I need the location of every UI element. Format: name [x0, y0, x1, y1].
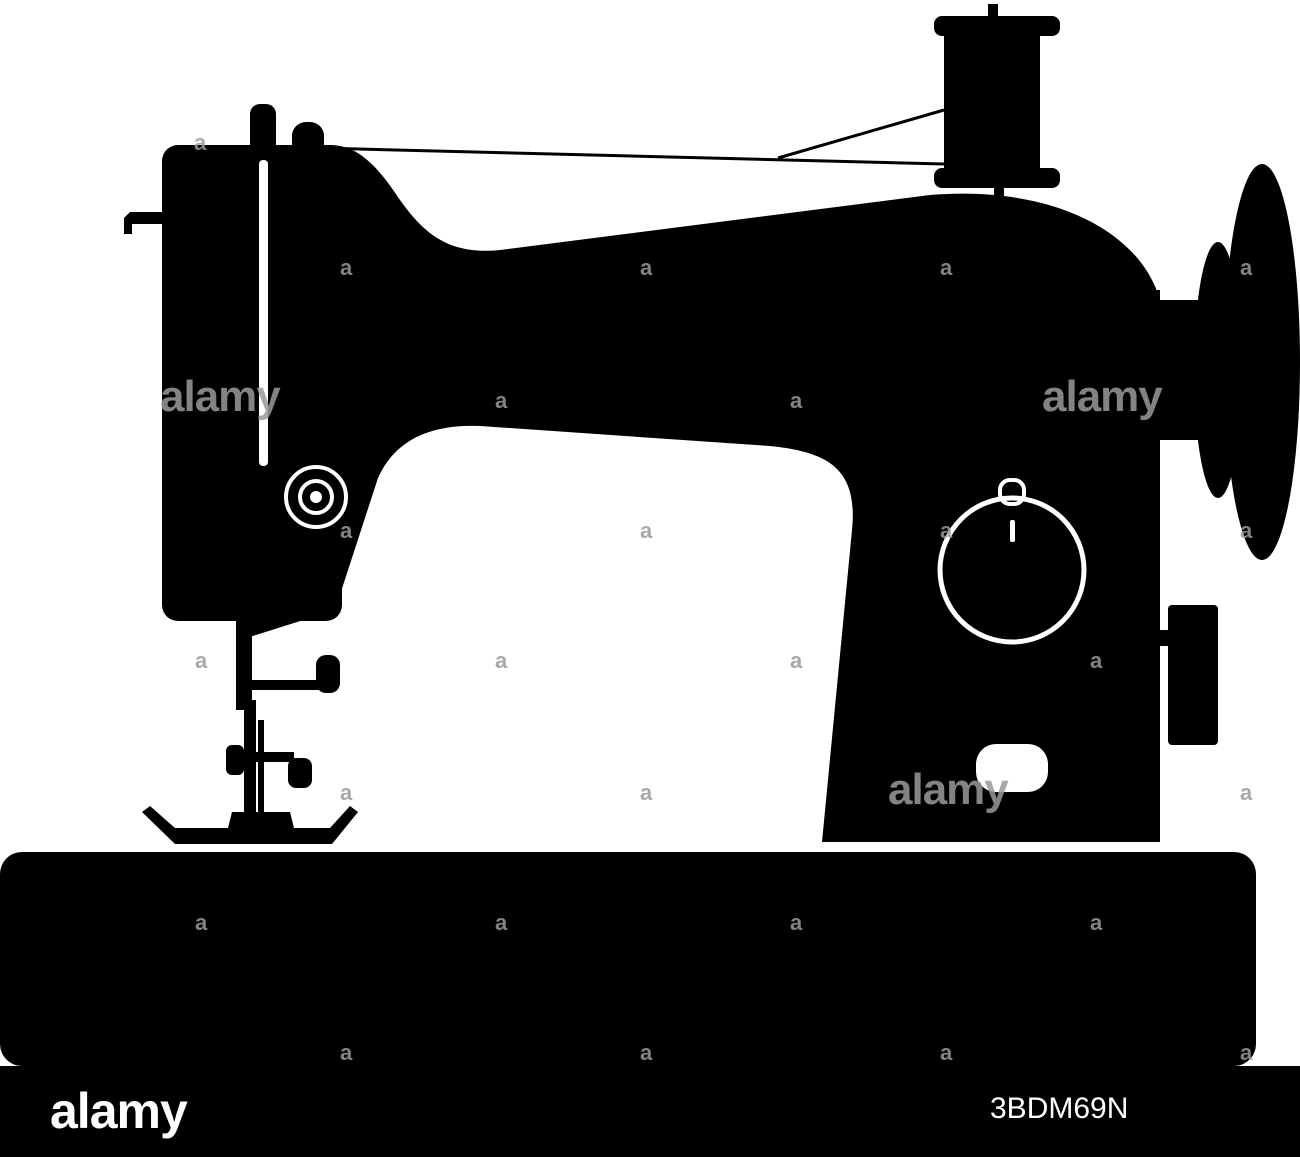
watermark-mark: a [1090, 648, 1102, 673]
watermark-mark: a [940, 1040, 952, 1065]
watermark-mark: a [940, 255, 952, 280]
watermark-mark: a [194, 130, 206, 155]
watermark-mark: a [195, 910, 207, 935]
watermark-mark: a [640, 255, 652, 280]
watermark-mark: a [495, 910, 507, 935]
watermark-mark: a [1240, 1040, 1252, 1065]
thread-spool [944, 28, 1040, 180]
watermark-mark: a [195, 648, 207, 673]
sewing-machine-illustration [0, 4, 1300, 1066]
watermark-mark: a [640, 1040, 652, 1065]
stitch-dial [937, 495, 1087, 645]
image-id: 3BDM69N [990, 1092, 1129, 1125]
watermark-mark: a [790, 388, 802, 413]
machine-pillar [240, 280, 1160, 842]
watermark-text: alamy [1042, 372, 1163, 421]
watermark-mark: a [1240, 518, 1252, 543]
watermark-mark: a [495, 388, 507, 413]
watermark-mark: a [1090, 910, 1102, 935]
watermark-mark: a [340, 518, 352, 543]
watermark-text: alamy [160, 372, 281, 421]
watermark-mark: a [1240, 255, 1252, 280]
thread-guide [250, 104, 276, 164]
tension-dial [284, 465, 348, 529]
watermark-mark: a [495, 648, 507, 673]
machine-base [0, 852, 1256, 1066]
footer-logo: alamy [50, 1083, 188, 1139]
watermark-text: alamy [888, 765, 1009, 814]
footer-bar: alamy 3BDM69N [0, 1066, 1300, 1157]
watermark-mark: a [340, 255, 352, 280]
watermark-mark: a [340, 780, 352, 805]
watermark-mark: a [1240, 780, 1252, 805]
watermark-mark: a [640, 780, 652, 805]
thread-line [319, 108, 945, 166]
machine-arm [200, 145, 1160, 420]
watermark-mark: a [340, 1040, 352, 1065]
watermark-mark: a [790, 910, 802, 935]
presser-foot [142, 806, 358, 844]
handwheel [1224, 164, 1300, 560]
watermark-mark: a [940, 518, 952, 543]
machine-head [162, 145, 342, 621]
watermark-mark: a [790, 648, 802, 673]
watermark-mark: a [640, 518, 652, 543]
